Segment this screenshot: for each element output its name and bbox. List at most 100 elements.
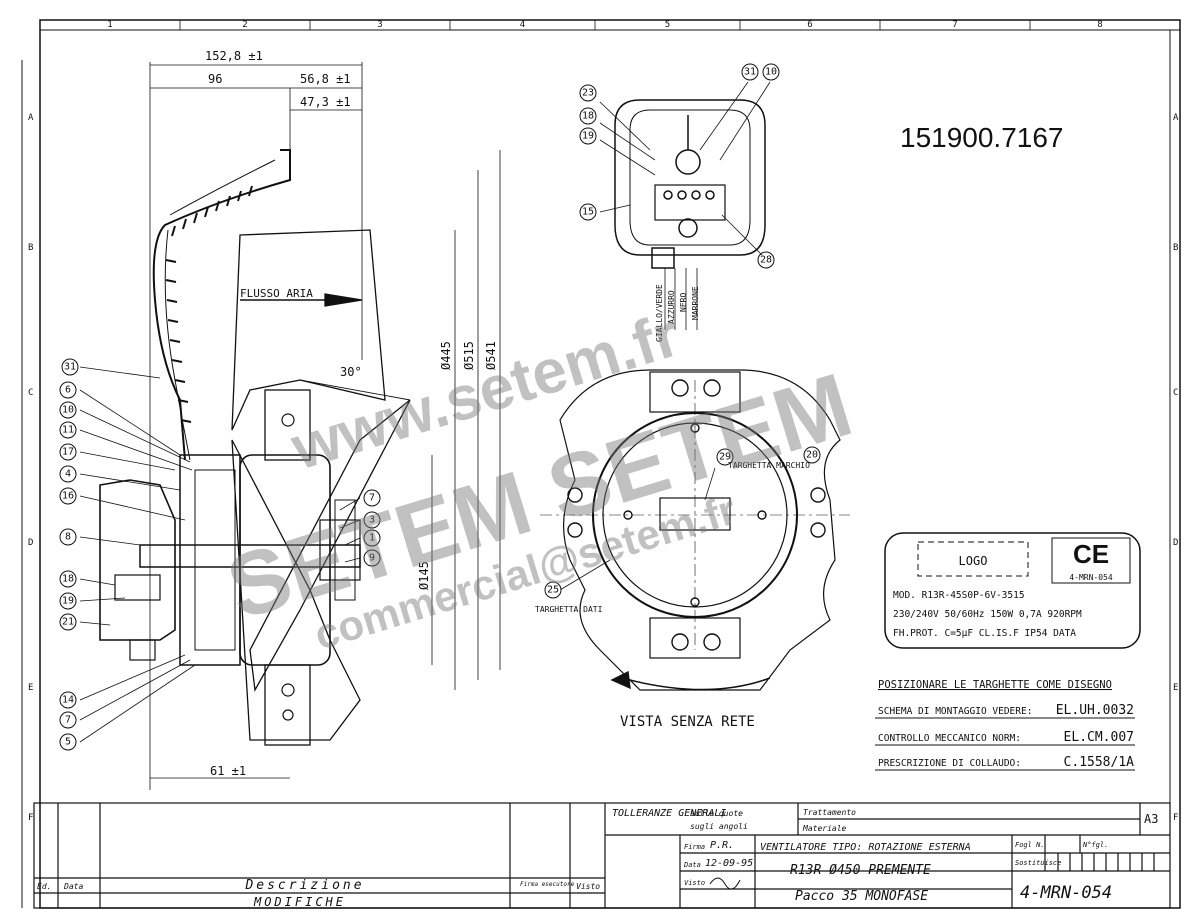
callout-number: 11	[62, 425, 74, 436]
callout-bubble	[59, 570, 77, 588]
callout-number: 29	[719, 452, 731, 463]
callout-bubble	[363, 549, 381, 567]
callout-number: 7	[65, 715, 71, 726]
grid-col-label: 1	[107, 20, 112, 30]
callout-bubble	[741, 63, 759, 81]
nameplate-logo: LOGO	[959, 554, 988, 568]
callout-bubble	[59, 711, 77, 729]
callout-bubble	[61, 358, 79, 376]
callout-bubble	[803, 446, 821, 464]
grid-col-label: 6	[807, 20, 812, 30]
notes-r2-value: EL.CM.007	[1064, 730, 1134, 745]
wire-label: NERO	[679, 293, 688, 312]
side-view	[79, 62, 501, 790]
callout-number: 19	[62, 596, 74, 607]
dim-152-8: 152,8 ±1	[205, 49, 263, 63]
grid-row-label-right: E	[1173, 683, 1178, 693]
dim-47-3: 47,3 ±1	[300, 95, 351, 109]
visto-signature	[709, 877, 741, 890]
firma-value: P.R.	[710, 840, 734, 851]
callout-number: 4	[65, 469, 71, 480]
callout-number: 18	[62, 574, 74, 585]
dim-56-8: 56,8 ±1	[300, 72, 351, 86]
callout-number: 7	[369, 493, 375, 504]
grid-row-label-left: A	[28, 113, 34, 123]
callout-number: 3	[369, 515, 375, 526]
callout-number: 25	[547, 585, 559, 596]
nameplate-line2: 230/240V 50/60Hz 150W 0,7A 920RPM	[893, 609, 1082, 620]
callout-bubble	[59, 691, 77, 709]
drawing-code: 4-MRN-054	[1020, 883, 1112, 903]
col-visto: Visto	[576, 882, 600, 891]
label-targhetta-marchio: TARGHETTA MARCHIO	[728, 461, 810, 470]
callout-bubble	[59, 443, 77, 461]
callout-number: 10	[765, 67, 777, 78]
callout-number: 6	[65, 385, 71, 396]
terminal-box-view	[599, 81, 771, 330]
grid-col-label: 2	[242, 20, 247, 30]
dim-d145: Ø145	[417, 561, 431, 590]
dim-96: 96	[208, 72, 222, 86]
sostituisce-label: Sostituisce	[1015, 859, 1061, 867]
notes-r1-label: SCHEMA DI MONTAGGIO VEDERE:	[878, 706, 1032, 717]
modifiche-label: MODIFICHE	[253, 895, 346, 909]
wire-label: GIALLO/VERDE	[655, 284, 664, 342]
callout-bubble	[59, 465, 77, 483]
callout-bubble	[579, 107, 597, 125]
wire-label: AZZURRO	[667, 290, 676, 324]
notes-r3-label: PRESCRIZIONE DI COLLAUDO:	[878, 758, 1021, 769]
grid-row-label-right: A	[1173, 113, 1179, 123]
title-line1: VENTILATORE TIPO: ROTAZIONE ESTERNA	[760, 842, 971, 853]
callout-number: 8	[65, 532, 71, 543]
nameplate-line3: FH.PROT. C=5µF CL.IS.F IP54 DATA	[893, 628, 1076, 639]
callout-bubble	[716, 448, 734, 466]
callout-number: 1	[369, 533, 375, 544]
firma-label: Firma	[684, 843, 705, 851]
title-line2: R13R Ø450 PREMENTE	[790, 863, 931, 878]
callout-bubble	[59, 528, 77, 546]
callout-number: 28	[760, 255, 772, 266]
callout-number: 31	[744, 67, 756, 78]
nameplate-line1: MOD. R13R-45S0P-6V-3515	[893, 590, 1025, 601]
callout-bubble	[59, 401, 77, 419]
grid-row-label-left: D	[28, 538, 33, 548]
callout-bubble	[59, 733, 77, 751]
callout-number: 14	[62, 695, 74, 706]
materiale-label: Materiale	[802, 824, 847, 833]
notes: POSIZIONARE LE TARGHETTE COME DISEGNO SC…	[875, 679, 1135, 771]
notes-heading: POSIZIONARE LE TARGHETTE COME DISEGNO	[878, 679, 1112, 691]
label-targhetta-dati: TARGHETTA DATI	[535, 605, 603, 614]
grid-row-label-right: B	[1173, 243, 1178, 253]
grid-col-label: 8	[1097, 20, 1102, 30]
grid-row-label-left: F	[28, 813, 33, 823]
grid-col-label: 4	[520, 20, 525, 30]
grid-row-label-right: D	[1173, 538, 1178, 548]
ce-mark: CE	[1073, 539, 1109, 569]
col-ed: Ed.	[37, 882, 51, 891]
callout-bubble	[363, 511, 381, 529]
callout-number: 31	[64, 362, 76, 373]
front-view-caption: VISTA SENZA RETE	[620, 714, 755, 730]
foglio-label: Fogl N.	[1015, 841, 1045, 849]
dim-d541: Ø541	[484, 341, 498, 370]
wire-label: MARRONE	[691, 286, 700, 320]
col-firma-esecutore: Firma esecutore	[520, 881, 575, 888]
col-data: Data	[63, 882, 83, 891]
title-line3: Pacco 35 MONOFASE	[795, 889, 928, 904]
grid-row-label-right: F	[1173, 813, 1178, 823]
col-descrizione: Descrizione	[244, 878, 364, 893]
callout-bubble	[59, 592, 77, 610]
grid-row-label-left: E	[28, 683, 33, 693]
callout-bubble	[363, 489, 381, 507]
callout-bubble	[757, 251, 775, 269]
callout-number: 10	[62, 405, 74, 416]
callout-bubble	[59, 381, 77, 399]
